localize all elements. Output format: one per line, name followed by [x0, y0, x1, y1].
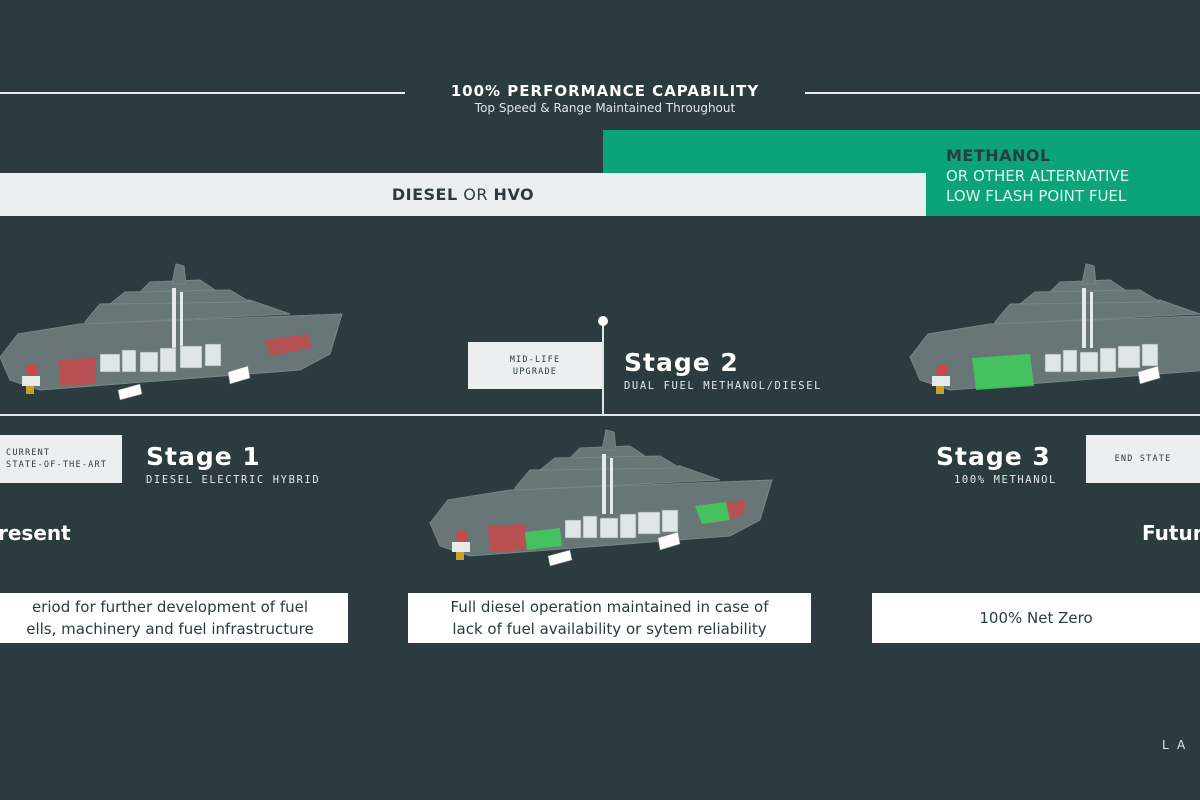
tag-current-state: CURRENT STATE-OF-THE-ART: [0, 435, 122, 483]
methanol-line-2: OR OTHER ALTERNATIVE: [946, 167, 1130, 185]
stage1-info-line2: ells, machinery and fuel infrastructure: [26, 620, 314, 638]
stage2-marker-dot: [598, 316, 608, 326]
diesel-fuel-bar: DIESEL OR HVO: [0, 173, 926, 216]
performance-subtitle: Top Speed & Range Maintained Throughout: [474, 101, 736, 115]
stage1-subtitle: DIESEL ELECTRIC HYBRID: [146, 474, 321, 486]
stage3-info-line1: 100% Net Zero: [979, 609, 1093, 627]
stage3-info-box: 100% Net Zero: [872, 593, 1200, 643]
hvo-label: HVO: [493, 185, 535, 204]
tag-mid-life-upgrade: MID-LIFE UPGRADE: [468, 342, 602, 389]
stage2-info-box: Full diesel operation maintained in case…: [408, 593, 811, 643]
tag-current-line2: STATE-OF-THE-ART: [6, 460, 108, 470]
tag-mid-life-line2: UPGRADE: [512, 366, 558, 377]
tag-end-state: END STATE: [1086, 435, 1200, 483]
timeline-axis: [0, 414, 1200, 416]
methanol-line-3: LOW FLASH POINT FUEL: [946, 187, 1127, 205]
stage2-subtitle: DUAL FUEL METHANOL/DIESEL: [624, 380, 823, 392]
methanol-fuel-label: METHANOL OR OTHER ALTERNATIVE LOW FLASH …: [946, 146, 1200, 206]
stage3-title: Stage 3: [936, 442, 1051, 471]
ship-stage3-icon: [909, 263, 1200, 394]
ship-stage1-icon: [0, 263, 343, 401]
performance-title: 100% PERFORMANCE CAPABILITY: [450, 82, 760, 100]
tag-current-line1: CURRENT: [6, 448, 51, 458]
stage1-info-line1: eriod for further development of fuel: [31, 598, 309, 616]
header-rule-right: [805, 92, 1200, 94]
stage2-title: Stage 2: [624, 348, 739, 377]
methanol-band: [603, 130, 1200, 173]
stage2-marker-stem: [602, 322, 604, 414]
methanol-title: METHANOL: [946, 146, 1051, 165]
stage1-title: Stage 1: [146, 442, 261, 471]
stage3-subtitle: 100% METHANOL: [954, 474, 1057, 486]
stage2-info-line2: lack of fuel availability or sytem relia…: [452, 620, 767, 638]
diesel-label: DIESEL: [391, 185, 458, 204]
stage1-info-box: eriod for further development of fuel el…: [0, 593, 348, 643]
header-rule-left: [0, 92, 405, 94]
era-present-label: resent: [0, 521, 71, 545]
stage2-info-line1: Full diesel operation maintained in case…: [450, 598, 769, 616]
era-future-label: Futur: [1142, 521, 1200, 545]
diesel-or-label: OR: [457, 185, 494, 204]
methanol-block: [926, 173, 1200, 216]
tag-mid-life-line1: MID-LIFE: [509, 354, 561, 365]
brand-logo: LA: [1162, 738, 1194, 752]
ship-stage2-icon: [429, 429, 773, 567]
